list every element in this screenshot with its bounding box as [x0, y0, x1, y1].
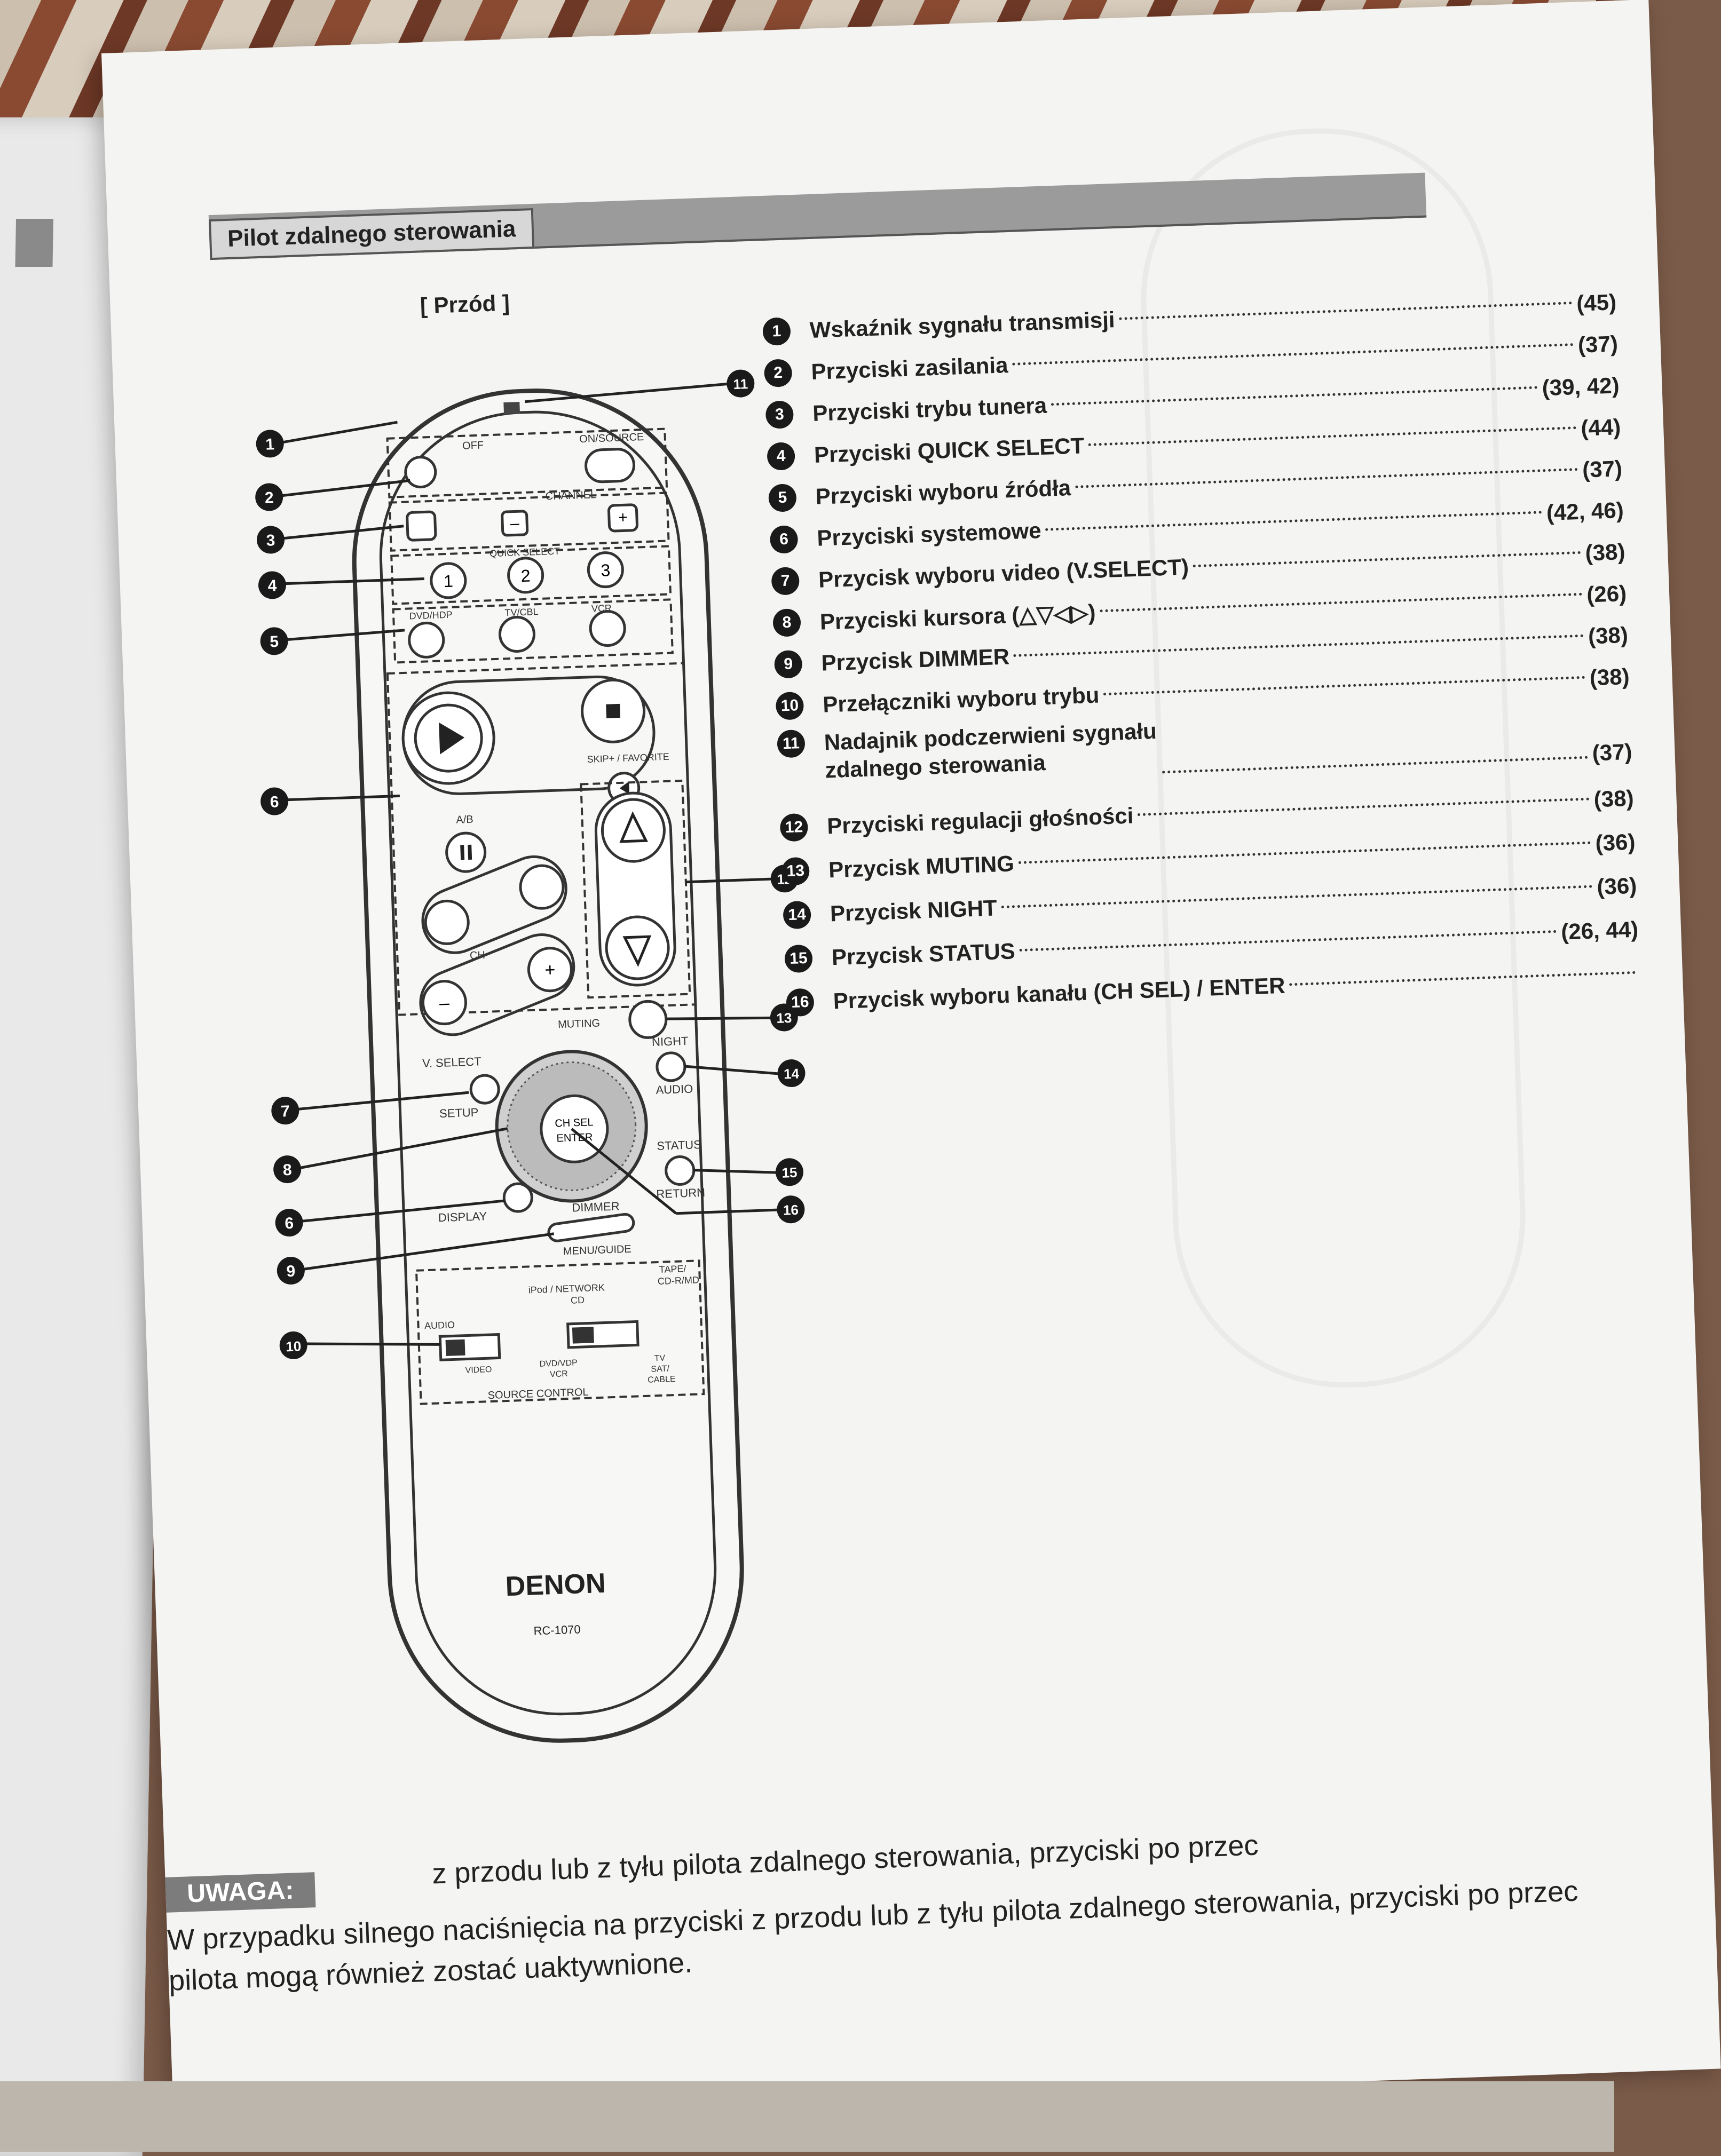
- svg-text:NIGHT: NIGHT: [652, 1034, 689, 1049]
- svg-text:TAPE/: TAPE/: [659, 1263, 686, 1275]
- svg-text:OFF: OFF: [462, 439, 484, 451]
- warning-text-overflow: z przodu lub z tyłu pilota zdalnego ster…: [431, 1829, 1259, 1890]
- svg-text:14: 14: [784, 1066, 800, 1082]
- svg-text:A/B: A/B: [456, 814, 473, 826]
- svg-text:–: –: [510, 514, 519, 533]
- svg-text:6: 6: [270, 793, 279, 811]
- svg-text:SETUP: SETUP: [439, 1106, 479, 1121]
- svg-text:ON/SOURCE: ON/SOURCE: [579, 431, 644, 445]
- power-on-source-button: [585, 448, 636, 483]
- svg-text:VIDEO: VIDEO: [465, 1365, 492, 1375]
- svg-text:STATUS: STATUS: [657, 1138, 701, 1153]
- remote-inner-outline: [379, 410, 717, 1716]
- svg-text:5: 5: [270, 633, 279, 651]
- svg-text:+: +: [544, 960, 556, 980]
- section-title: Pilot zdalnego sterowania: [208, 208, 535, 260]
- svg-text:9: 9: [286, 1263, 296, 1281]
- svg-text:DVD/HDP: DVD/HDP: [409, 609, 453, 622]
- svg-text:CHANNEL: CHANNEL: [545, 489, 596, 502]
- svg-text:8: 8: [282, 1161, 292, 1179]
- remote-illustration: OFF ON/SOURCE CHANNEL – + QUICK SELECT 1…: [255, 369, 806, 1743]
- svg-text:iPod / NETWORK: iPod / NETWORK: [528, 1282, 605, 1296]
- svg-text:15: 15: [781, 1164, 798, 1181]
- svg-text:RETURN: RETURN: [656, 1186, 705, 1201]
- svg-text:3: 3: [266, 532, 275, 550]
- svg-text:DIMMER: DIMMER: [572, 1199, 620, 1214]
- svg-text:16: 16: [783, 1202, 799, 1218]
- manual-page: Pilot zdalnego sterowania [ Przód ] OFF …: [101, 0, 1721, 2123]
- svg-text:VCR: VCR: [550, 1369, 568, 1379]
- svg-text:4: 4: [267, 577, 277, 595]
- svg-text:3: 3: [601, 560, 611, 580]
- svg-text:2: 2: [264, 489, 274, 507]
- svg-text:CH SEL: CH SEL: [555, 1116, 594, 1130]
- power-off-button: [404, 456, 437, 489]
- svg-text:2: 2: [520, 566, 531, 586]
- svg-text:MUTING: MUTING: [558, 1018, 601, 1031]
- svg-text:7: 7: [280, 1103, 290, 1121]
- svg-text:10: 10: [286, 1338, 302, 1354]
- svg-text:DISPLAY: DISPLAY: [438, 1209, 487, 1224]
- svg-text:11: 11: [733, 376, 748, 392]
- ir-transmitter: [503, 402, 520, 415]
- svg-text:CD-R/MD: CD-R/MD: [658, 1274, 700, 1287]
- svg-text:CD: CD: [571, 1295, 585, 1306]
- svg-text:TV: TV: [654, 1354, 665, 1364]
- brand-logo: DENON: [505, 1568, 606, 1603]
- svg-text:–: –: [439, 993, 449, 1013]
- svg-text:+: +: [618, 509, 628, 527]
- svg-text:DVD/VDP: DVD/VDP: [539, 1358, 578, 1368]
- svg-text:SAT/: SAT/: [651, 1364, 670, 1374]
- model-number: RC-1070: [533, 1622, 581, 1637]
- svg-text:6: 6: [285, 1215, 294, 1233]
- svg-text:V. SELECT: V. SELECT: [422, 1055, 481, 1070]
- svg-text:QUICK SELECT: QUICK SELECT: [490, 546, 560, 559]
- svg-text:1: 1: [265, 435, 275, 454]
- svg-text:TV/CBL: TV/CBL: [504, 606, 539, 618]
- svg-text:CABLE: CABLE: [648, 1375, 676, 1385]
- svg-text:1: 1: [443, 572, 453, 591]
- svg-text:MENU/GUIDE: MENU/GUIDE: [563, 1243, 631, 1257]
- svg-text:AUDIO: AUDIO: [656, 1082, 693, 1097]
- previous-page-tab: [15, 219, 54, 267]
- warning-text: W przypadku silnego naciśnięcia na przyc…: [167, 1867, 1690, 2001]
- svg-text:AUDIO: AUDIO: [424, 1319, 455, 1331]
- svg-text:13: 13: [776, 1010, 792, 1026]
- warning-title: UWAGA:: [165, 1872, 316, 1913]
- surface-bottom: [0, 2081, 1614, 2152]
